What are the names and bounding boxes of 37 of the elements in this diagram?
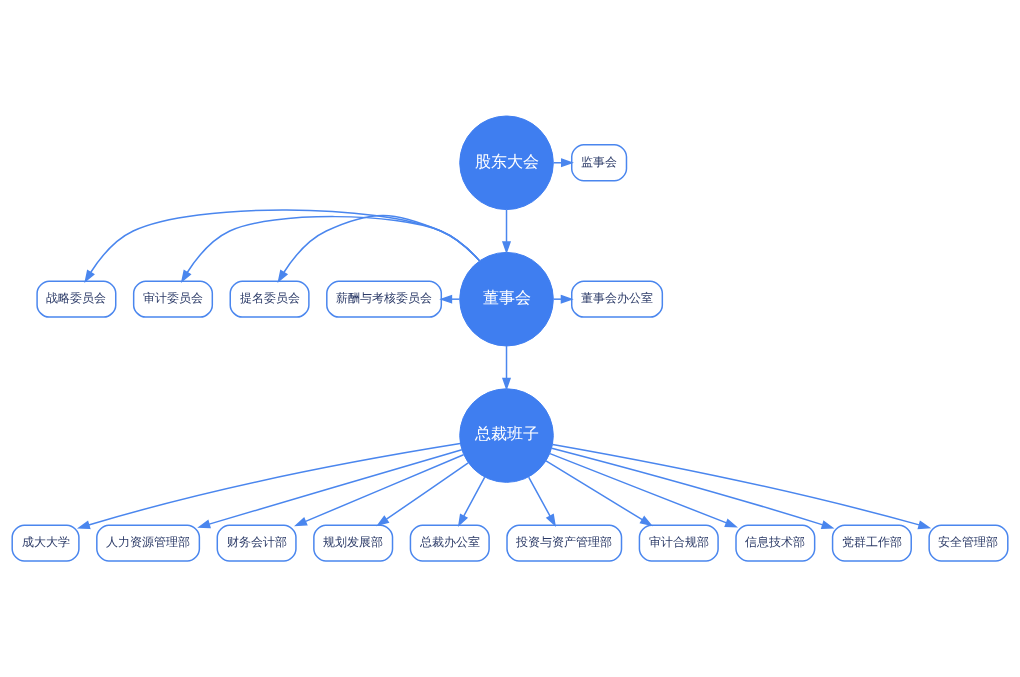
arrow [439,294,461,304]
node-circle: 董事会 [459,251,554,347]
node-circle: 总裁班子 [459,388,554,483]
arrow [501,208,512,255]
node-box: 财务会计部 [216,524,297,562]
node-box: 总裁办公室 [409,524,490,562]
node-box: 信息技术部 [735,524,816,562]
arrow [197,448,463,529]
arrow [376,462,469,527]
arrow [294,453,465,527]
arrow [501,345,512,391]
node-box: 成大大学 [11,524,80,562]
arrow [549,452,738,528]
node-box: 战略委员会 [36,280,117,318]
node-box: 董事会办公室 [571,280,664,318]
arrow [180,215,481,283]
node-box: 党群工作部 [831,524,912,562]
node-circle: 股东大会 [459,115,554,211]
arrow [77,442,461,530]
node-box: 监事会 [571,144,628,182]
node-box: 规划发展部 [313,524,394,562]
arrow [277,214,481,283]
node-box: 安全管理部 [928,524,1009,562]
arrow [551,447,835,529]
arrow [527,476,556,527]
arrow [552,158,574,168]
node-box: 审计委员会 [132,280,214,318]
node-box: 提名委员会 [229,280,310,318]
arrow [545,460,653,527]
arrow [84,209,481,283]
node-box: 投资与资产管理部 [506,524,623,562]
node-box: 人力资源管理部 [96,524,201,562]
arrow [551,443,932,530]
node-box: 薪酬与考核委员会 [326,280,443,318]
arrow [457,476,486,527]
node-box: 审计合规部 [638,524,719,562]
arrow [552,294,574,304]
